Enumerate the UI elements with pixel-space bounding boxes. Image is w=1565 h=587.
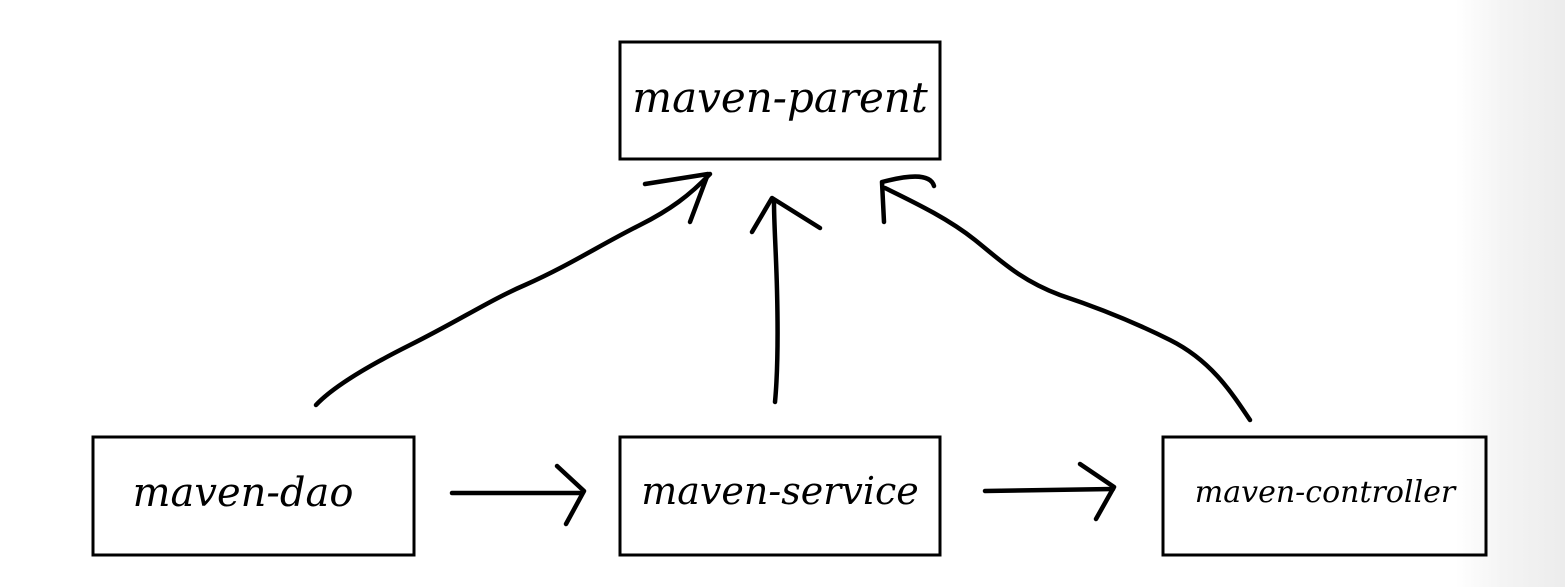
edge-dao-to-parent-arrowhead: [642, 171, 711, 225]
edge-service-to-parent-line: [771, 199, 780, 405]
edge-controller-to-parent: [879, 174, 1253, 423]
edge-service-to-controller: [982, 461, 1117, 522]
edge-service-to-controller-line: [982, 486, 1116, 494]
node-maven-dao-label: maven-dao: [133, 470, 354, 516]
node-maven-dao: maven-dao: [91, 435, 416, 557]
node-maven-controller-label: maven-controller: [1195, 475, 1457, 510]
edge-controller-to-parent-arrowhead: [879, 174, 937, 225]
node-maven-controller: maven-controller: [1161, 435, 1488, 557]
node-maven-service-box: [618, 435, 942, 557]
node-maven-dao-box: [91, 435, 416, 557]
edge-dao-to-parent-line: [313, 171, 713, 408]
node-maven-parent-label: maven-parent: [632, 73, 928, 122]
edge-service-to-parent: [749, 195, 823, 405]
node-maven-controller-box: [1161, 435, 1488, 557]
edge-controller-to-parent-line: [882, 185, 1253, 423]
node-maven-parent: maven-parent: [618, 40, 942, 161]
edge-dao-to-service-arrowhead: [554, 463, 587, 527]
node-maven-service-label: maven-service: [641, 469, 919, 513]
edge-dao-to-parent: [313, 171, 713, 408]
edge-service-to-parent-arrowhead: [749, 195, 823, 235]
node-maven-parent-box: [618, 40, 942, 161]
node-maven-service: maven-service: [618, 435, 942, 557]
edge-dao-to-service: [449, 463, 587, 527]
edge-service-to-controller-arrowhead: [1077, 461, 1117, 522]
